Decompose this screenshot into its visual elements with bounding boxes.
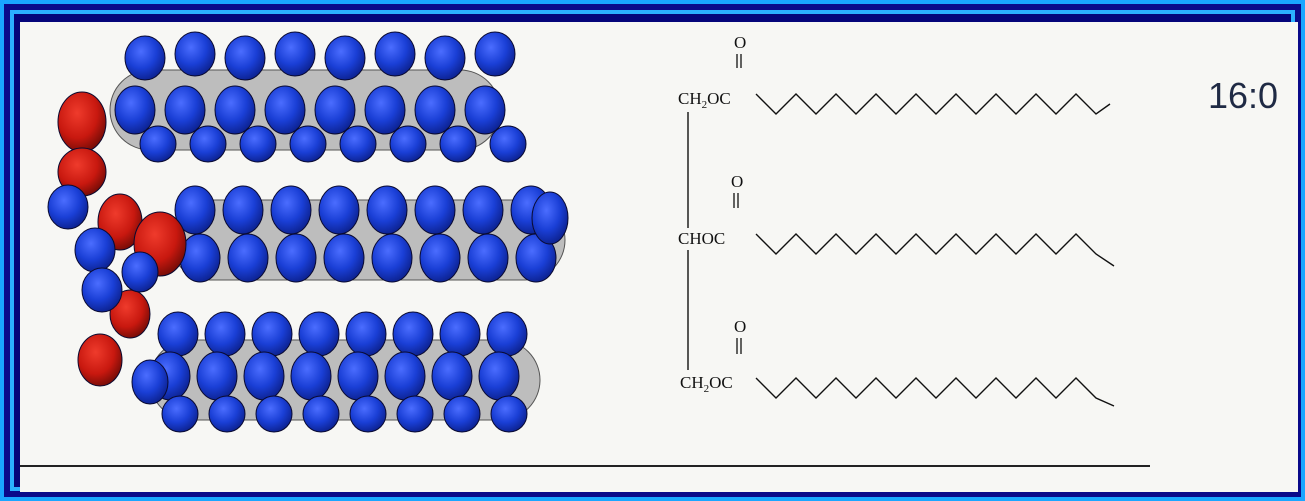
hydrogen-atom <box>74 227 116 273</box>
hydrogen-atom <box>439 311 481 357</box>
hydrogen-atom <box>414 85 456 135</box>
hydrogen-atom <box>161 395 199 433</box>
hydrogen-atom <box>196 351 238 401</box>
fatty-acid-chain-2 <box>755 233 1115 267</box>
hydrogen-atom <box>131 359 169 405</box>
fatty-acid-chain-1 <box>755 93 1111 115</box>
hydrogen-atom <box>157 311 199 357</box>
oxygen-atom <box>77 333 123 387</box>
hydrogen-atom <box>204 311 246 357</box>
hydrogen-atom <box>227 233 269 283</box>
hydrogen-atom <box>289 125 327 163</box>
fatty-acid-chain-3 <box>755 377 1115 407</box>
hydrogen-atom <box>290 351 332 401</box>
hydrogen-atom <box>371 233 413 283</box>
hydrogen-atom <box>318 185 360 235</box>
hydrogen-atom <box>214 85 256 135</box>
hydrogen-atom <box>419 233 461 283</box>
oxygen-atom <box>109 289 151 339</box>
hydrogen-atom <box>314 85 356 135</box>
carbonyl-oxygen-2: O <box>731 172 743 191</box>
hydrogen-atom <box>414 185 456 235</box>
hydrogen-atom <box>124 35 166 81</box>
hydrogen-atom <box>270 185 312 235</box>
hydrogen-atom <box>302 395 340 433</box>
hydrogen-atom <box>389 125 427 163</box>
hydrogen-atom <box>224 35 266 81</box>
hydrogen-atom <box>462 185 504 235</box>
hydrogen-atom <box>396 395 434 433</box>
hydrogen-atom <box>478 351 520 401</box>
hydrogen-atom <box>467 233 509 283</box>
hydrogen-atom <box>239 125 277 163</box>
hydrogen-atom <box>298 311 340 357</box>
glycerol-group-2: CHOC <box>678 229 725 248</box>
hydrogen-atom <box>490 395 528 433</box>
carbonyl-oxygen-1: O <box>734 33 746 52</box>
hydrogen-atom <box>174 185 216 235</box>
hydrogen-atom <box>324 35 366 81</box>
hydrogen-atom <box>384 351 426 401</box>
formula-row-1: O CH2OC <box>678 33 1111 115</box>
hydrogen-atom <box>443 395 481 433</box>
hydrogen-atom <box>464 85 506 135</box>
hydrogen-atom <box>531 191 569 245</box>
glycerol-group-1: CH2OC <box>678 89 731 111</box>
hydrogen-atom <box>431 351 473 401</box>
hydrogen-atom <box>114 85 156 135</box>
hydrogen-atom <box>486 311 528 357</box>
hydrogen-atom <box>189 125 227 163</box>
hydrogen-atom <box>139 125 177 163</box>
hydrogen-atom <box>374 31 416 77</box>
hydrogen-atom <box>121 251 159 293</box>
diagram-canvas: O CH2OC O CHOC O CH2OC <box>20 22 1298 492</box>
glycerol-group-3: CH2OC <box>680 373 733 395</box>
structural-formula: O CH2OC O CHOC O CH2OC <box>678 33 1115 407</box>
hydrogen-atom <box>47 184 89 230</box>
hydrogen-atom <box>337 351 379 401</box>
hydrogen-atom <box>349 395 387 433</box>
hydrogen-atom <box>255 395 293 433</box>
hydrogen-atom <box>364 85 406 135</box>
hydrogen-atom <box>274 31 316 77</box>
formula-row-3: O CH2OC <box>680 317 1115 407</box>
formula-row-2: O CHOC <box>678 172 1115 267</box>
space-filling-model <box>47 31 569 433</box>
hydrogen-atom <box>164 85 206 135</box>
hydrogen-atom <box>339 125 377 163</box>
hydrogen-atom <box>222 185 264 235</box>
hydrogen-atom <box>174 31 216 77</box>
hydrogen-atom <box>208 395 246 433</box>
fatty-acid-notation-label: 16:0 <box>1208 75 1278 116</box>
hydrogen-atom <box>366 185 408 235</box>
hydrogen-atom <box>474 31 516 77</box>
hydrogen-atom <box>275 233 317 283</box>
carbonyl-oxygen-3: O <box>734 317 746 336</box>
hydrogen-atom <box>243 351 285 401</box>
hydrogen-atom <box>392 311 434 357</box>
hydrogen-atom <box>81 267 123 313</box>
hydrogen-atom <box>424 35 466 81</box>
hydrogen-atom <box>489 125 527 163</box>
hydrogen-atom <box>323 233 365 283</box>
hydrogen-atom <box>264 85 306 135</box>
hydrogen-atom <box>251 311 293 357</box>
oxygen-atom <box>57 91 107 153</box>
hydrogen-atom <box>439 125 477 163</box>
hydrogen-atom <box>345 311 387 357</box>
triglyceride-diagram: O CH2OC O CHOC O CH2OC <box>20 31 1278 467</box>
